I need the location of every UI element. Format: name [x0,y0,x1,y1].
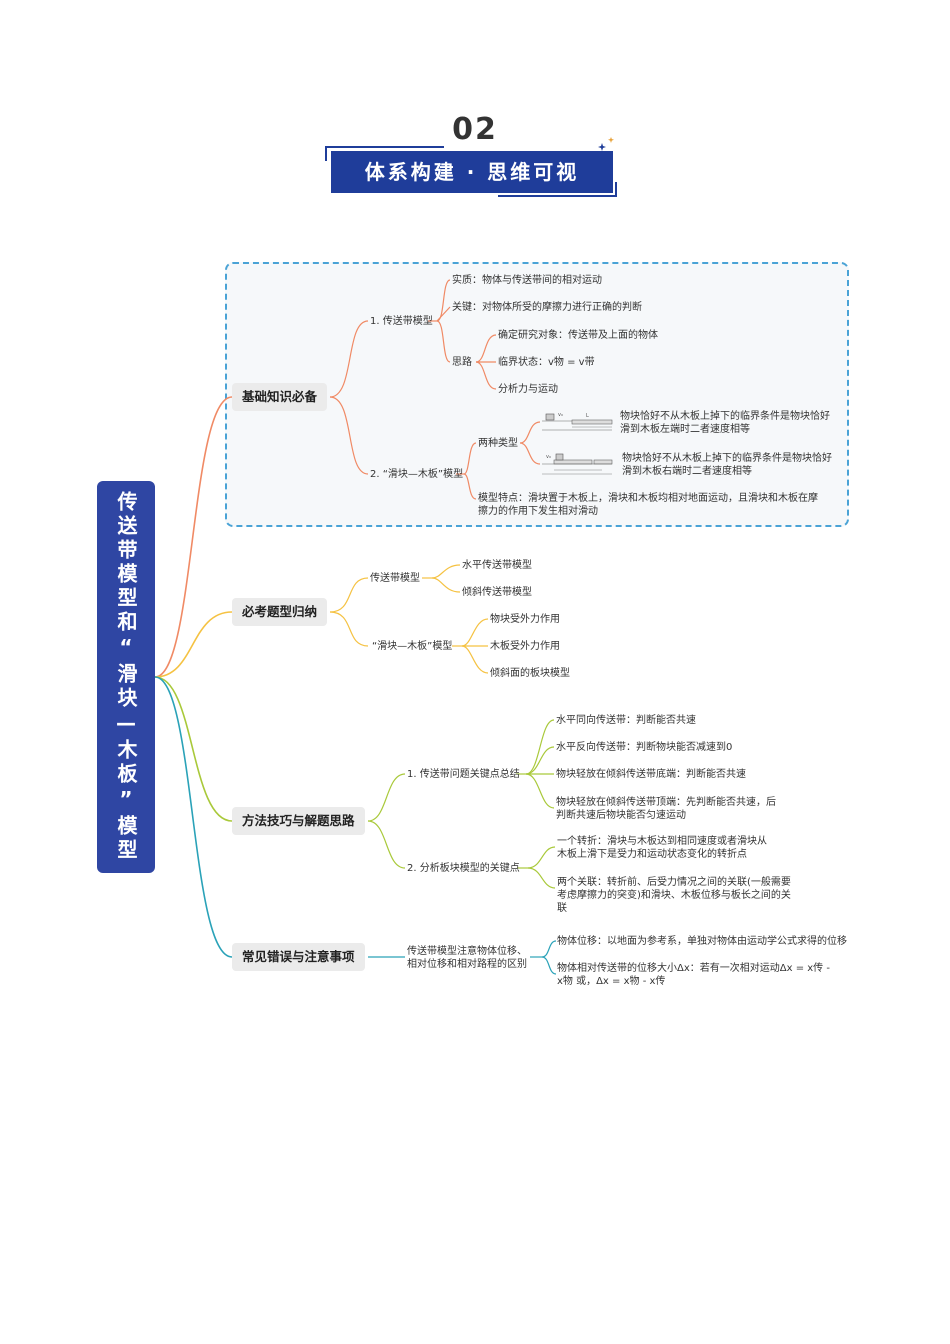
node-belt-types: 传送带模型 [370,573,420,584]
node-displacement-note: 传送带模型注意物体位移、相对位移和相对路程的区别 [407,946,527,970]
node-key: 关键：对物体所受的摩擦力进行正确的判断 [452,302,642,313]
node-board-keypoints: 2. 分析板块模型的关键点 [407,863,520,874]
node-type-item: 物块恰好不从木板上掉下的临界条件是物块恰好滑到木板左端时二者速度相等 [620,411,830,435]
node-belt-type-item: 倾斜传送带模型 [462,587,532,598]
branch-basic-knowledge: 基础知识必备 [232,383,328,411]
node-type-item: 物块恰好不从木板上掉下的临界条件是物块恰好滑到木板右端时二者速度相等 [622,453,832,477]
node-keypoint-item: 水平反向传送带：判断物块能否减速到0 [556,742,733,753]
node-idea: 思路 [452,357,472,368]
node-keypoint-item: 物块轻放在倾斜传送带底端：判断能否共速 [556,769,746,780]
node-error-item: 物体位移：以地面为参考系，单独对物体由运动学公式求得的位移 [557,936,847,947]
node-idea-item: 临界状态：v物 = v带 [498,357,595,368]
node-error-item: 物体相对传送带的位移大小Δx：若有一次相对运动Δx = x传 - x物 或，Δx… [557,963,830,987]
branch-1-frame [225,262,849,527]
node-board-type-item: 倾斜面的板块模型 [490,668,570,679]
node-idea-item: 分析力与运动 [498,384,558,395]
section-title: 体系构建 · 思维可视 [331,151,613,193]
root-title: 传送带模型和“滑块—木板”模型 [114,491,138,863]
node-belt-type-item: 水平传送带模型 [462,560,532,571]
node-two-types: 两种类型 [478,438,518,449]
node-belt-model: 1. 传送带模型 [370,316,433,327]
node-board-type-item: 物块受外力作用 [490,614,560,625]
node-belt-keypoints: 1. 传送带问题关键点总结 [407,769,520,780]
slider-board-figure-left: v₀ L [542,412,613,431]
banner-frame [325,146,617,197]
node-board-keypoint-item: 一个转折：滑块与木板达到相同速度或者滑块从木板上滑下是受力和运动状态变化的转折点 [557,836,767,860]
node-substance: 实质：物体与传送带间的相对运动 [452,275,602,286]
node-board-types: “滑块—木板”模型 [372,641,453,652]
branch-methods: 方法技巧与解题思路 [232,807,365,835]
slider-board-figure-right: v₀ [542,453,613,475]
node-board-keypoint-item: 两个关联：转折前、后受力情况之间的关联(一般需要考虑摩擦力的突变)和滑块、木板位… [557,877,791,914]
node-idea-item: 确定研究对象：传送带及上面的物体 [498,330,658,341]
node-slider-board-model: 2. “滑块—木板”模型 [370,469,464,480]
node-model-feature: 模型特点：滑块置于木板上，滑块和木板均相对地面运动，且滑块和木板在摩擦力的作用下… [478,493,818,517]
node-board-type-item: 木板受外力作用 [490,641,560,652]
node-keypoint-item: 水平同向传送带：判断能否共速 [556,715,696,726]
node-keypoint-item: 物块轻放在倾斜传送带顶端：先判断能否共速，后判断共速后物块能否匀速运动 [556,797,776,821]
svg-text:v₀: v₀ [558,412,563,418]
sparkle-icon [598,137,614,151]
root-topic: 传送带模型和“滑块—木板”模型 [97,481,155,873]
svg-text:v₀: v₀ [546,454,551,460]
section-number: 02 [452,112,498,147]
branch-exam-types: 必考题型归纳 [232,598,328,626]
svg-text:L: L [586,413,589,419]
branch-common-errors: 常见错误与注意事项 [232,943,365,971]
